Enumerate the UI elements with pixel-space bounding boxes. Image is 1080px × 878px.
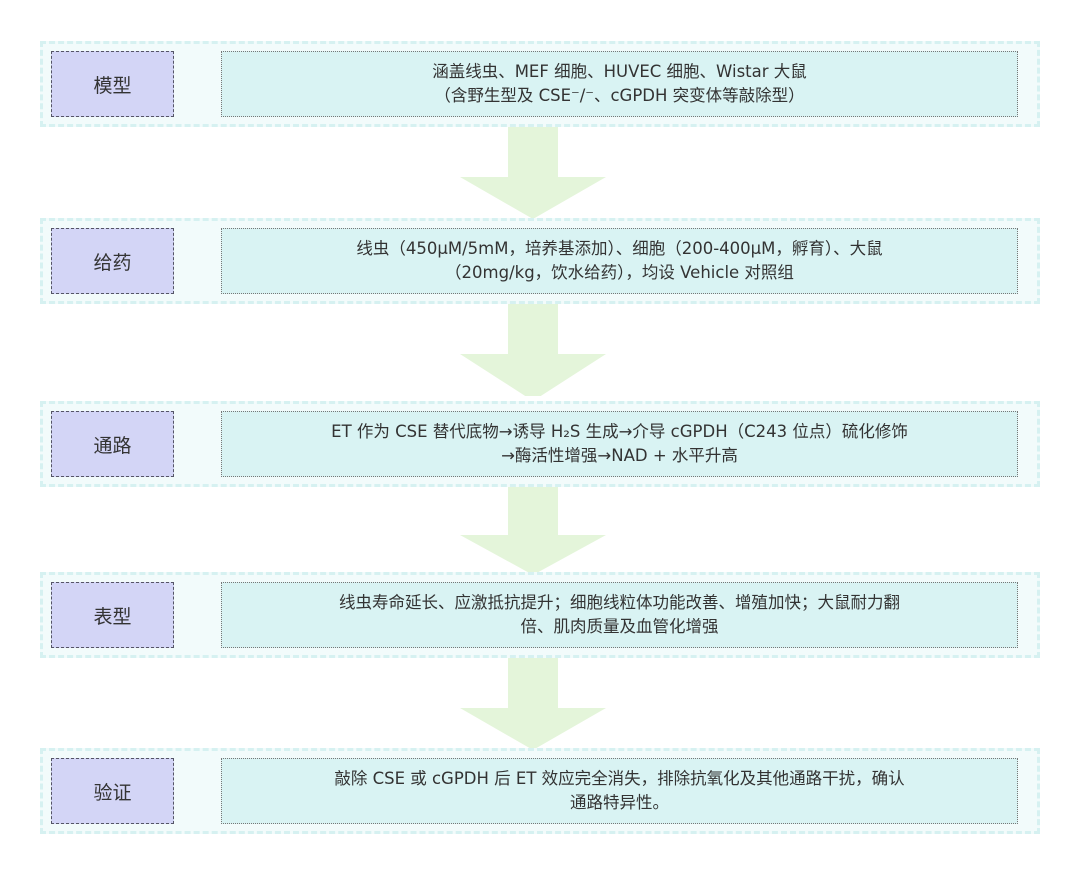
- content-line: 敲除 CSE 或 cGPDH 后 ET 效应完全消失，排除抗氧化及其他通路干扰，…: [334, 769, 905, 788]
- step-pathway: 通路 ET 作为 CSE 替代底物→诱导 H₂S 生成→介导 cGPDH（C24…: [40, 401, 1040, 487]
- step-label: 表型: [51, 582, 174, 648]
- step-validation: 验证 敲除 CSE 或 cGPDH 后 ET 效应完全消失，排除抗氧化及其他通路…: [40, 748, 1040, 834]
- step-label-text: 通路: [93, 434, 132, 457]
- arrow-shape: [460, 487, 606, 575]
- content-line: ET 作为 CSE 替代底物→诱导 H₂S 生成→介导 cGPDH（C243 位…: [331, 422, 908, 441]
- step-content: ET 作为 CSE 替代底物→诱导 H₂S 生成→介导 cGPDH（C243 位…: [221, 411, 1018, 477]
- step-label-text: 模型: [93, 74, 132, 97]
- down-arrow-icon: [460, 487, 606, 575]
- step-content: 涵盖线虫、MEF 细胞、HUVEC 细胞、Wistar 大鼠 （含野生型及 CS…: [221, 51, 1018, 117]
- arrow-shape: [460, 127, 606, 219]
- content-line: （含野生型及 CSE⁻/⁻、cGPDH 突变体等敲除型）: [434, 86, 805, 105]
- step-content: 敲除 CSE 或 cGPDH 后 ET 效应完全消失，排除抗氧化及其他通路干扰，…: [221, 758, 1018, 824]
- step-label-text: 验证: [93, 781, 132, 804]
- content-line: （20mg/kg，饮水给药），均设 Vehicle 对照组: [445, 263, 794, 282]
- content-line: 通路特异性。: [569, 793, 669, 812]
- arrow-shape: [460, 304, 606, 396]
- step-content: 线虫寿命延长、应激抵抗提升；细胞线粒体功能改善、增殖加快；大鼠耐力翻 倍、肌肉质…: [221, 582, 1018, 648]
- step-phenotype: 表型 线虫寿命延长、应激抵抗提升；细胞线粒体功能改善、增殖加快；大鼠耐力翻 倍、…: [40, 572, 1040, 658]
- down-arrow-icon: [460, 304, 606, 396]
- step-label: 验证: [51, 758, 174, 824]
- step-label-text: 给药: [93, 251, 132, 274]
- down-arrow-icon: [460, 658, 606, 750]
- step-label-text: 表型: [93, 605, 132, 628]
- content-line: 涵盖线虫、MEF 细胞、HUVEC 细胞、Wistar 大鼠: [432, 62, 807, 81]
- step-label: 给药: [51, 228, 174, 294]
- step-dosing: 给药 线虫（450μM/5mM，培养基添加）、细胞（200-400μM，孵育）、…: [40, 218, 1040, 304]
- content-line: →酶活性增强→NAD + 水平升高: [501, 446, 738, 465]
- content-line: 倍、肌肉质量及血管化增强: [520, 617, 719, 636]
- step-label: 通路: [51, 411, 174, 477]
- content-line: 线虫（450μM/5mM，培养基添加）、细胞（200-400μM，孵育）、大鼠: [356, 239, 883, 258]
- step-model: 模型 涵盖线虫、MEF 细胞、HUVEC 细胞、Wistar 大鼠 （含野生型及…: [40, 41, 1040, 127]
- step-label: 模型: [51, 51, 174, 117]
- down-arrow-icon: [460, 127, 606, 219]
- step-content: 线虫（450μM/5mM，培养基添加）、细胞（200-400μM，孵育）、大鼠 …: [221, 228, 1018, 294]
- arrow-shape: [460, 658, 606, 750]
- content-line: 线虫寿命延长、应激抵抗提升；细胞线粒体功能改善、增殖加快；大鼠耐力翻: [339, 593, 900, 612]
